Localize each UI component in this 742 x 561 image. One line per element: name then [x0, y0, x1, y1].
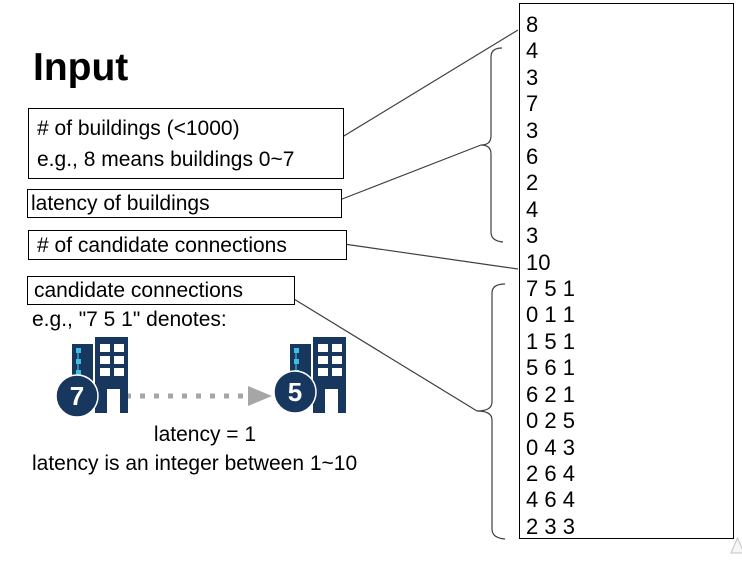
input-row: 3: [526, 64, 539, 90]
building-icon-5: 5: [273, 337, 346, 414]
input-row: 8: [526, 12, 539, 37]
window: [114, 368, 124, 376]
num-buildings-line1: # of buildings (<1000): [37, 116, 240, 140]
input-row: 3: [526, 223, 539, 249]
light: [76, 348, 81, 353]
num-buildings-line2: e.g., 8 means buildings 0~7: [37, 147, 295, 171]
input-row: 0 2 5: [526, 408, 575, 434]
arrow-latency-label: latency = 1: [153, 423, 257, 446]
label-box-latency: latency of buildings: [27, 189, 342, 218]
input-row: 4: [526, 38, 539, 64]
brace-latency-rows: [480, 47, 504, 243]
building-icon-7: 7: [55, 337, 128, 418]
input-row: 0 4 3: [526, 434, 575, 460]
label-box-num-buildings: # of buildings (<1000) e.g., 8 means bui…: [28, 108, 344, 179]
label-box-num-connections: # of candidate connections: [28, 230, 347, 260]
input-row: 3: [526, 117, 539, 143]
example-intro-text: e.g., "7 5 1" denotes:: [32, 308, 227, 331]
input-data-panel: 8 4 3 7 3 6 2 4 3 10 7 5 1 0 1 1 1 5 1 5…: [519, 3, 734, 539]
brace-connection-rows: [476, 283, 506, 540]
light: [294, 348, 299, 353]
input-row: 2 3 3: [526, 513, 575, 539]
building-number-badge: [55, 374, 99, 418]
latency-range-note: latency is an integer between 1~10: [32, 452, 358, 475]
input-row: 2 6 4: [526, 460, 575, 486]
building-number-badge: [273, 370, 317, 414]
input-row: 1 5 1: [526, 328, 575, 354]
num-connections-label: # of candidate connections: [37, 233, 287, 257]
light: [76, 370, 81, 375]
corner-mark: [730, 536, 742, 554]
door: [325, 389, 338, 413]
light: [294, 359, 299, 364]
connector-line-latency: [336, 144, 482, 202]
connector-line-buildings: [333, 29, 519, 143]
window: [114, 356, 124, 364]
light: [76, 359, 81, 364]
door: [107, 389, 120, 413]
input-row: 6: [526, 144, 539, 170]
window: [332, 344, 342, 352]
window: [100, 344, 110, 352]
window: [332, 368, 342, 376]
connector-line-num-connections: [336, 242, 519, 270]
building-number: 5: [288, 377, 302, 407]
candidate-connections-label: candidate connections: [34, 279, 243, 302]
input-row: 0 1 1: [526, 302, 575, 328]
input-row: 10: [526, 249, 551, 275]
window: [332, 356, 342, 364]
window: [114, 344, 124, 352]
input-row: 7 5 1: [526, 276, 575, 302]
window: [100, 368, 110, 376]
input-row: 2: [526, 170, 539, 196]
input-row: 4 6 4: [526, 487, 575, 513]
window: [100, 356, 110, 364]
window: [318, 368, 328, 376]
input-row: 7: [526, 91, 539, 117]
latency-label: latency of buildings: [31, 192, 210, 215]
input-row: 6 2 1: [526, 381, 575, 407]
input-row: 4: [526, 196, 539, 222]
window: [318, 344, 328, 352]
window: [318, 356, 328, 364]
label-box-candidate-connections: candidate connections: [27, 276, 295, 305]
input-row: 5 6 1: [526, 355, 575, 381]
building-number: 7: [70, 381, 84, 411]
page-title: Input: [33, 46, 129, 89]
